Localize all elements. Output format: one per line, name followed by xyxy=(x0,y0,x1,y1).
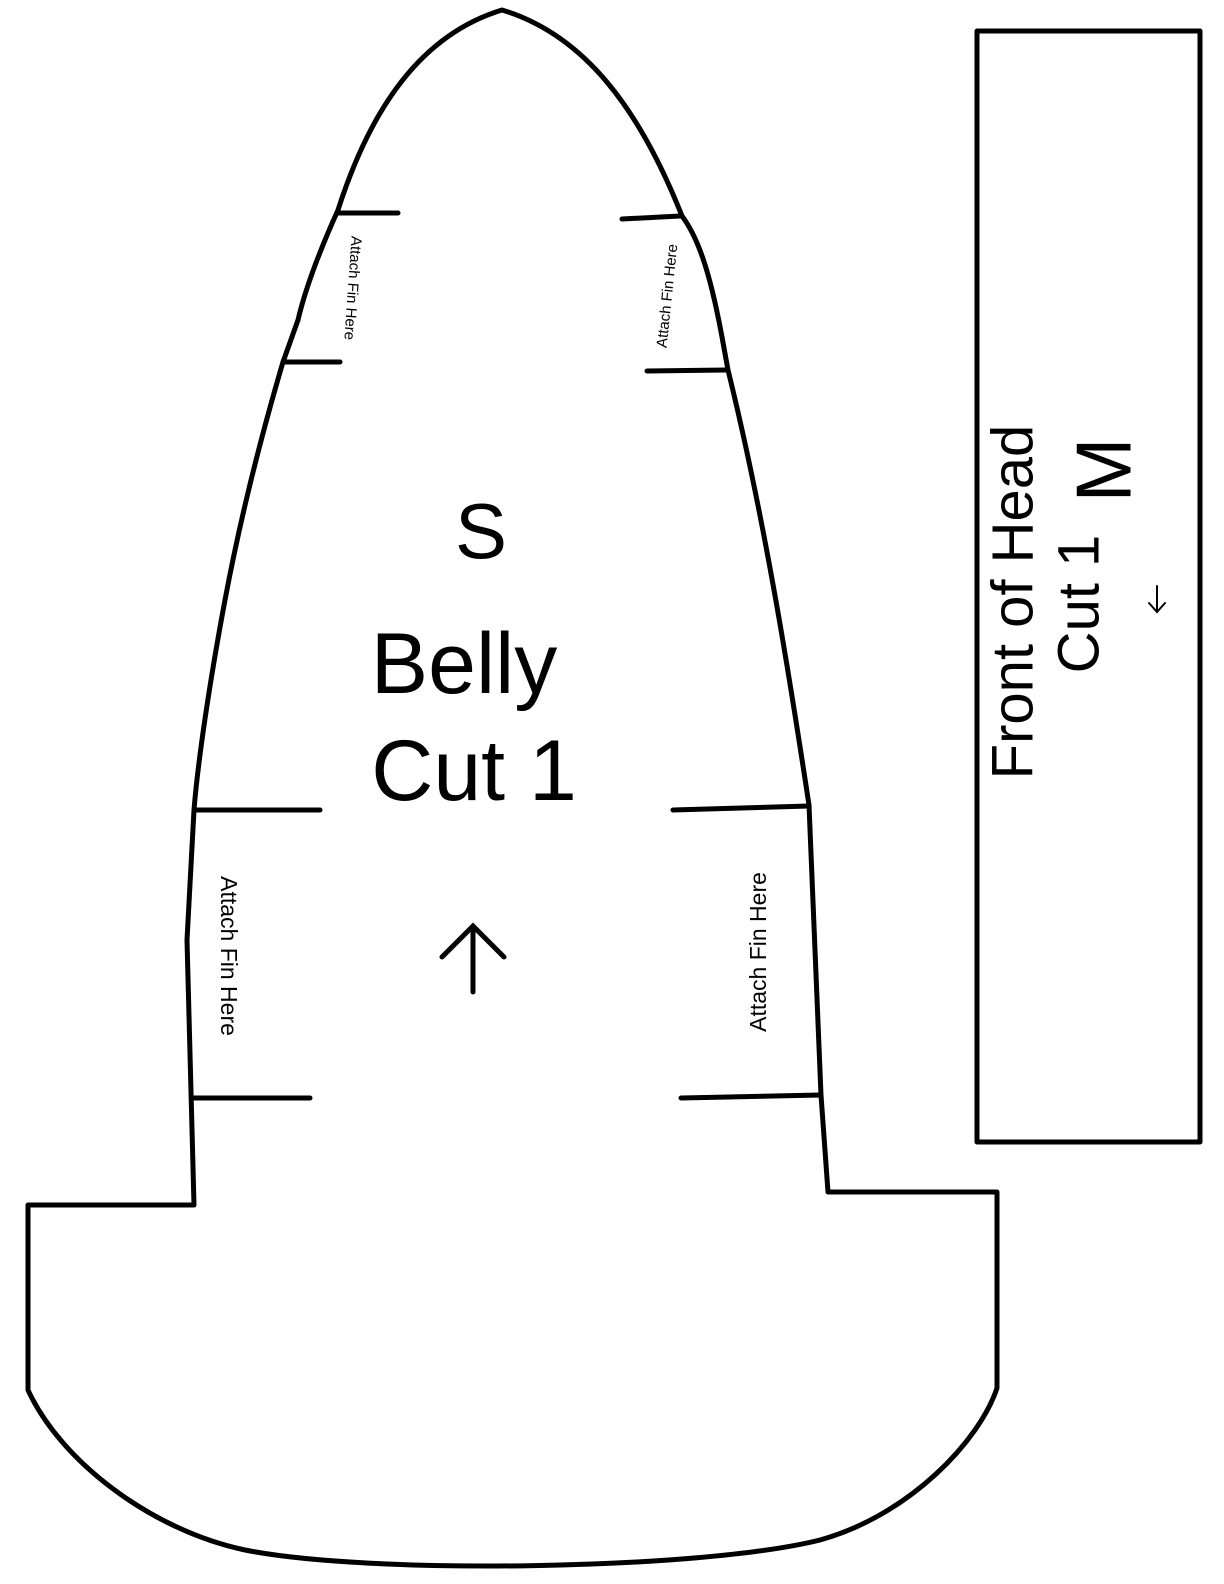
belly-size-letter: S xyxy=(455,487,507,575)
front-of-head-size-letter: M xyxy=(1060,438,1148,503)
front-of-head-piece-outline xyxy=(974,28,1203,1145)
belly-piece-name: Belly xyxy=(371,616,557,712)
front-of-head-grain-arrow-icon xyxy=(1148,585,1166,614)
upper-right-fin-mark-bottom xyxy=(644,367,729,374)
lower-right-fin-mark-top xyxy=(670,803,812,813)
lower-right-fin-label: Attach Fin Here xyxy=(745,872,771,1032)
belly-cut-instruction: Cut 1 xyxy=(371,723,577,819)
lower-right-fin-mark-bottom xyxy=(678,1092,824,1101)
belly-grain-arrow-icon xyxy=(439,922,507,995)
front-of-head-name: Front of Head xyxy=(980,425,1045,780)
front-of-head-cut-instruction: Cut 1 xyxy=(1046,535,1111,674)
upper-right-fin-mark-top xyxy=(619,213,683,222)
lower-left-fin-label: Attach Fin Here xyxy=(216,876,242,1036)
